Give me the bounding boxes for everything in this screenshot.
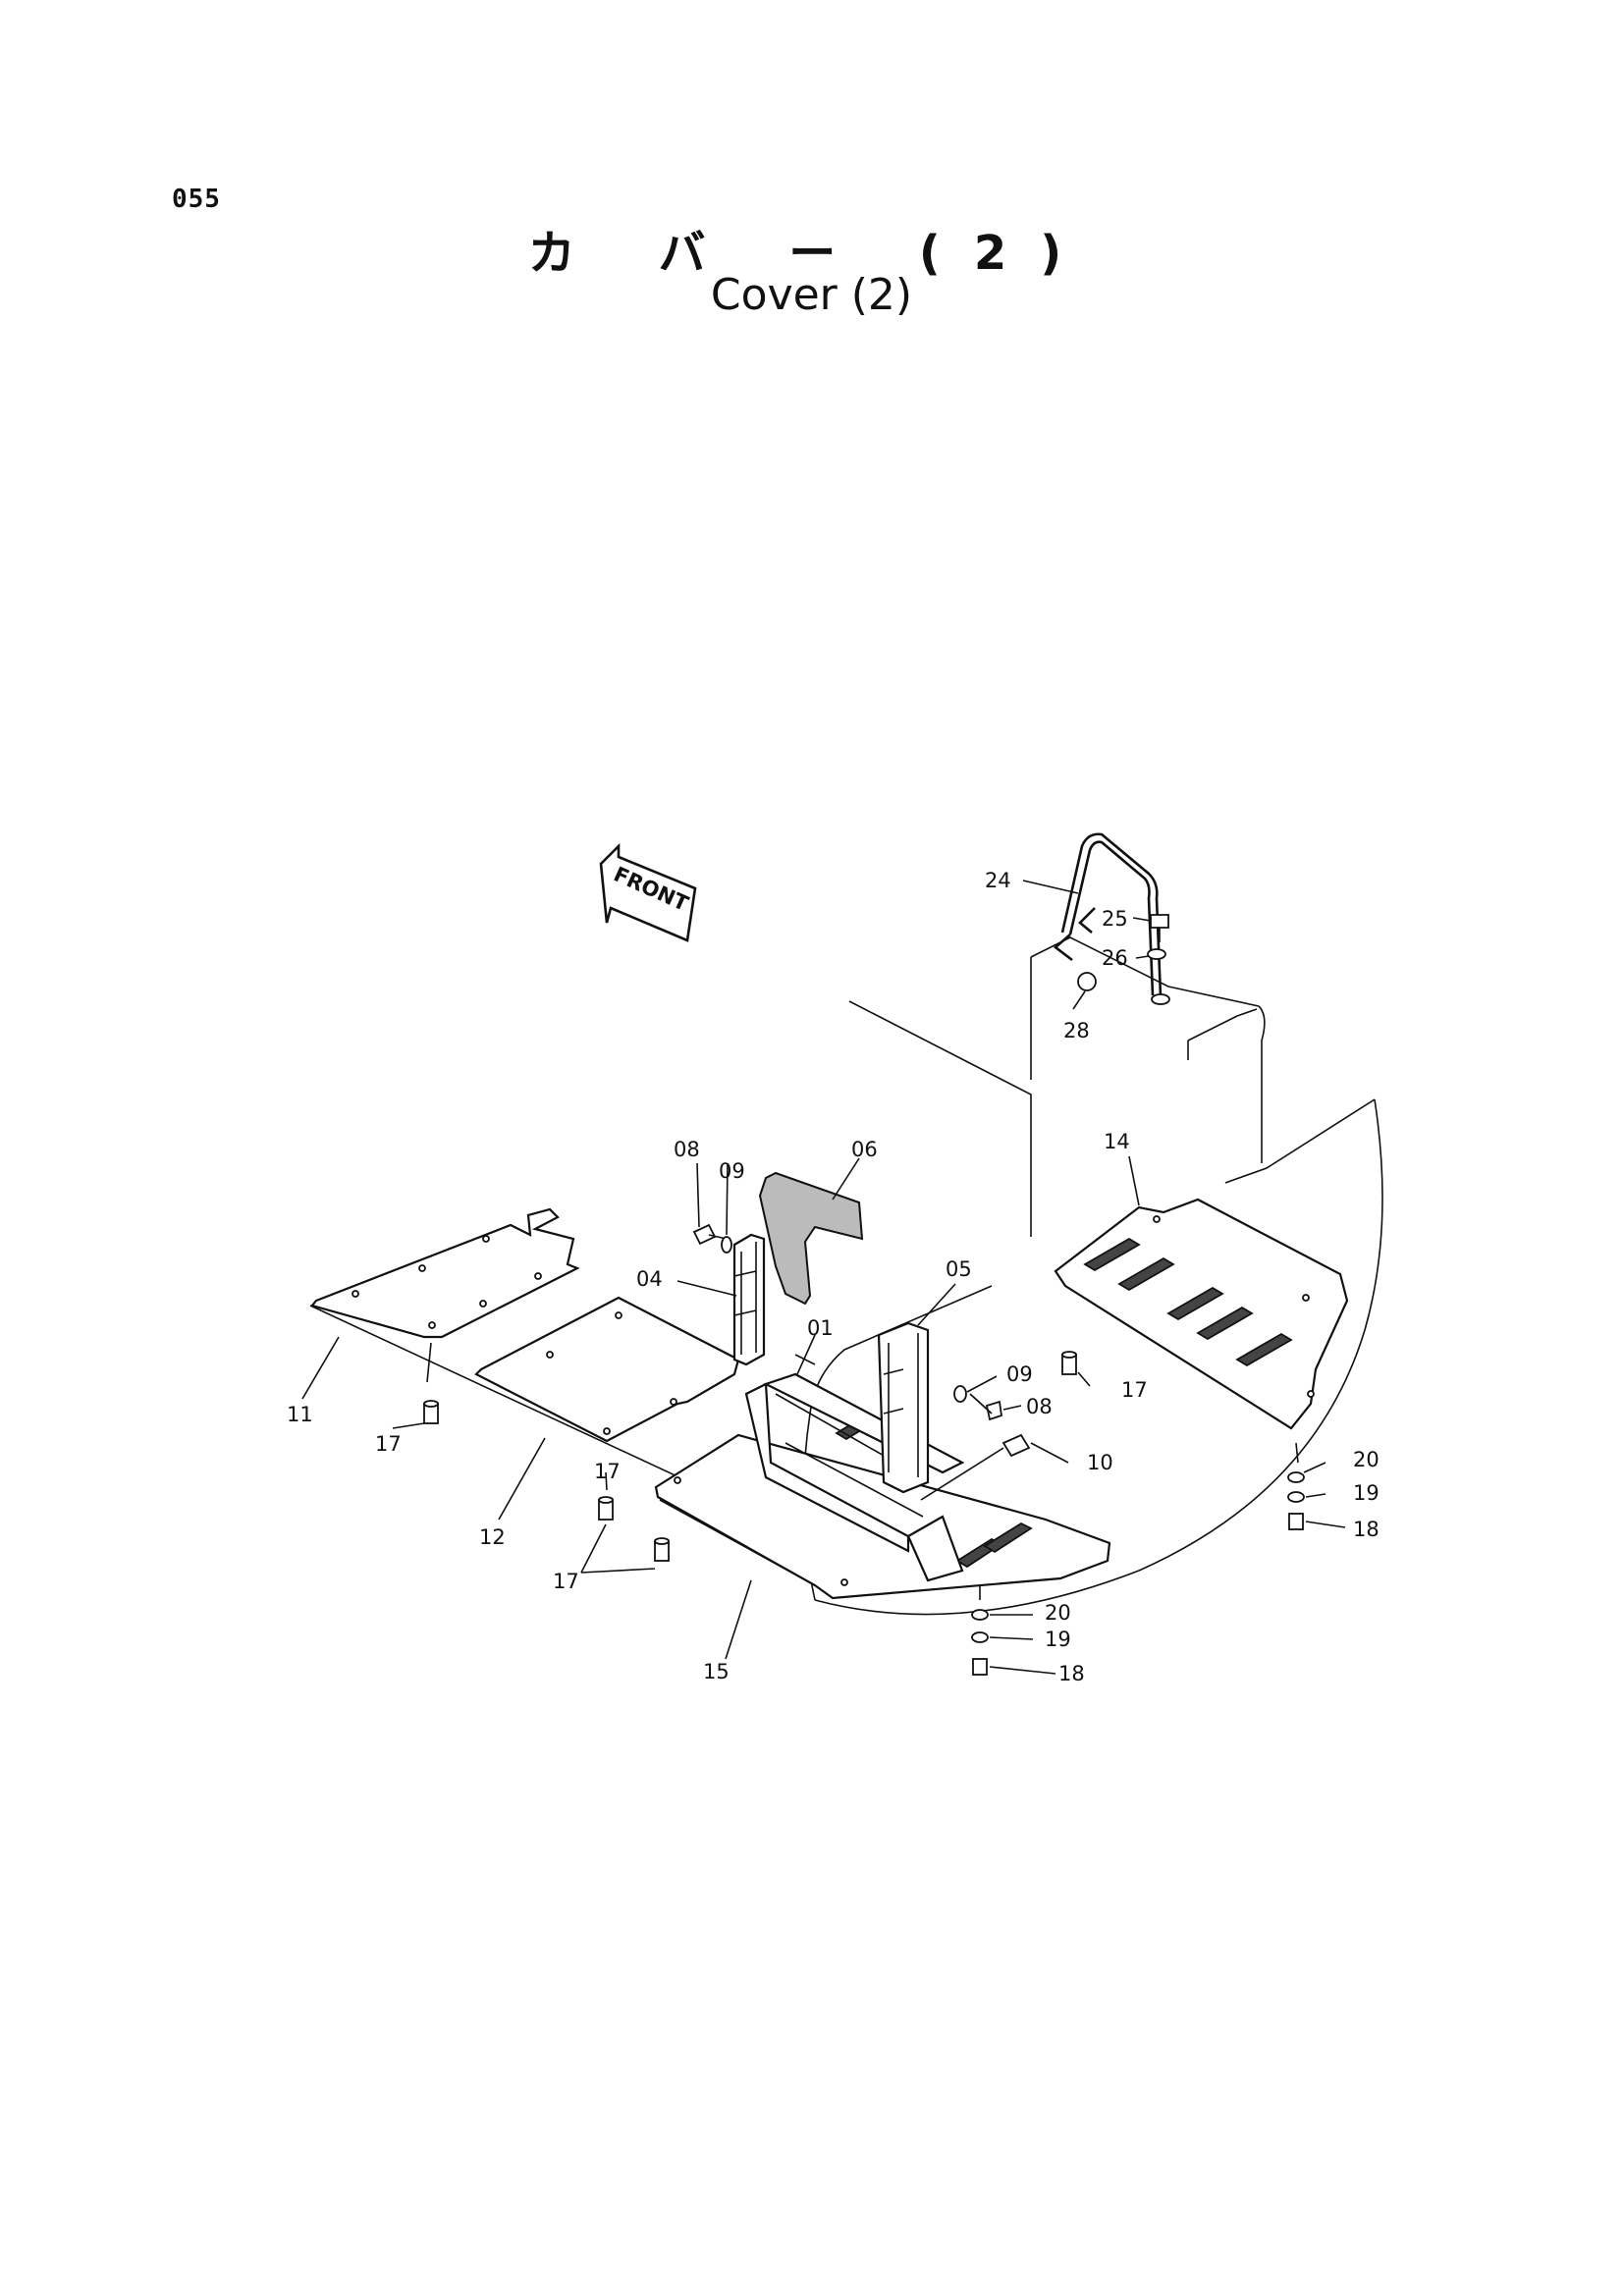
callout-01: 01	[807, 1316, 834, 1340]
callout-08-upper: 08	[674, 1138, 700, 1161]
callout-09-lower: 09	[1006, 1362, 1033, 1386]
callout-17-mid: 17	[594, 1460, 621, 1483]
callout-06: 06	[851, 1138, 878, 1161]
callout-19-bottom: 19	[1045, 1628, 1071, 1651]
part-04-bracket	[732, 1233, 766, 1366]
callout-19-right: 19	[1353, 1481, 1380, 1505]
part-26-washer	[1147, 948, 1166, 960]
part-17-bolt-d	[1061, 1351, 1077, 1375]
page-title-japanese: カ バ ー (2)	[527, 226, 1096, 281]
hardware-stack-bottom	[971, 1609, 989, 1676]
callout-08-lower: 08	[1026, 1395, 1053, 1418]
callout-11: 11	[287, 1403, 313, 1426]
callout-17-bottom: 17	[553, 1570, 579, 1593]
callout-24: 24	[985, 869, 1011, 892]
callout-18-bottom: 18	[1058, 1662, 1085, 1685]
callout-28: 28	[1063, 1019, 1090, 1042]
callout-12: 12	[479, 1525, 506, 1549]
callout-09-upper: 09	[719, 1159, 745, 1183]
part-17-bolt-c	[654, 1537, 670, 1562]
front-direction-arrow: FRONT	[599, 842, 697, 942]
part-24-handrail	[1053, 832, 1170, 1005]
part-10-bolt	[920, 1433, 1031, 1501]
part-08-bolt-lower	[969, 1393, 1002, 1421]
callout-04: 04	[636, 1267, 663, 1291]
part-14-floor-cover	[1054, 1198, 1349, 1430]
callout-14: 14	[1104, 1130, 1130, 1153]
hardware-stack-right	[1287, 1471, 1305, 1530]
page-title-english: Cover (2)	[710, 270, 913, 320]
part-11-floor-cover	[310, 1207, 580, 1339]
callout-18-right: 18	[1353, 1518, 1380, 1541]
callout-15: 15	[703, 1660, 730, 1683]
part-06-seal-pad	[758, 1171, 864, 1306]
callout-25: 25	[1102, 907, 1128, 931]
part-12-floor-cover	[474, 1296, 740, 1443]
part-25-bolt	[1150, 914, 1169, 942]
page-number: 055	[172, 185, 221, 214]
part-09-washer-lower	[953, 1385, 967, 1403]
callout-labels: 24 25 26 28 08 09 06 14 04 05 01 09 08 1…	[287, 869, 1380, 1685]
part-28-cap	[1077, 972, 1097, 991]
part-09-washer-upper	[721, 1236, 732, 1254]
part-17-bolt-b	[598, 1496, 614, 1521]
part-17-bolt-a	[423, 1400, 439, 1424]
part-05-bracket	[877, 1321, 930, 1494]
callout-17-right: 17	[1121, 1378, 1148, 1402]
callout-10: 10	[1087, 1451, 1113, 1474]
callout-20-bottom: 20	[1045, 1601, 1071, 1625]
callout-20-right: 20	[1353, 1448, 1380, 1471]
callout-17-left: 17	[375, 1432, 402, 1456]
callout-05: 05	[946, 1257, 972, 1281]
leader-lines	[301, 880, 1346, 1675]
callout-26: 26	[1102, 946, 1128, 970]
